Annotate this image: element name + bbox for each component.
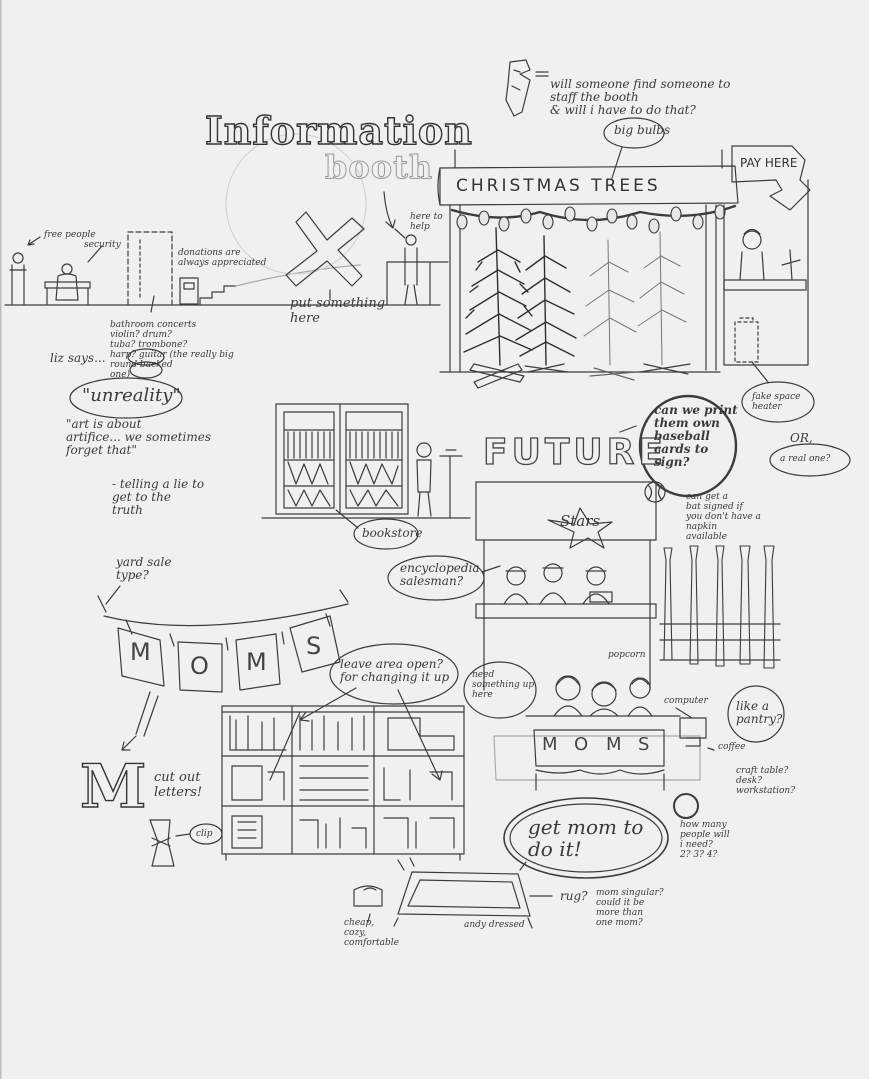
banner-letter-m2: M	[246, 648, 267, 676]
note-cut-out: cut out letters!	[154, 770, 203, 800]
note-bookstore: bookstore	[362, 526, 423, 540]
x-placeholder	[285, 211, 365, 301]
note-cheap: cheap, cozy, comfortable	[344, 918, 399, 948]
note-put-something: put something here	[290, 296, 386, 326]
moms-table	[493, 675, 785, 879]
note-coffee: coffee	[718, 742, 746, 752]
note-how-many: how many people will i need? 2? 3? 4?	[680, 820, 730, 860]
bookstore-sketch	[261, 403, 471, 550]
info-booth-strip	[4, 191, 449, 313]
note-fake-heater: fake space heater	[752, 392, 801, 412]
table-letter-s: S	[638, 734, 650, 755]
note-computer: computer	[664, 696, 708, 706]
note-clip: clip	[196, 829, 213, 839]
note-popcorn: popcorn	[608, 650, 646, 660]
note-yard-sale: yard sale type?	[116, 555, 172, 582]
note-pantry: like a pantry?	[736, 699, 783, 726]
note-telling-lie: - telling a lie to get to the truth	[112, 477, 205, 517]
pantry-shelf	[221, 643, 537, 861]
moms-banner	[97, 589, 349, 751]
note-need-something: need something up here	[472, 670, 535, 700]
note-mom-singular: mom singular? could it be more than one …	[596, 888, 664, 928]
note-rug: rug?	[560, 889, 588, 903]
table-letter-o: O	[574, 734, 589, 755]
note-big-bulbs: big bulbs	[614, 123, 671, 137]
banner-letter-o: O	[190, 652, 209, 680]
future-sign: FUTURE	[482, 431, 667, 473]
information-title: Information	[204, 107, 473, 153]
banner-letter-m1: M	[130, 638, 151, 666]
note-get-mom: get mom to do it!	[528, 815, 644, 861]
note-real-one: a real one?	[780, 454, 831, 464]
note-andy: andy dressed	[464, 920, 525, 930]
note-here-to-help: here to help	[410, 212, 443, 232]
note-staff-booth: will someone find someone to staff the b…	[550, 77, 731, 117]
christmas-trees-sign: CHRISTMAS TREES	[456, 176, 661, 196]
christmas-tree-stand	[437, 145, 851, 477]
note-artifice: "art is about artifice... we sometimes f…	[66, 417, 211, 457]
note-or: OR,	[790, 431, 813, 445]
note-liz-says: liz says...	[50, 351, 106, 365]
note-signed-napkin: can get a bat signed if you don't have a…	[686, 492, 761, 542]
pay-here-sign: PAY HERE	[740, 156, 798, 170]
note-craft-table: craft table? desk? workstation?	[736, 766, 796, 796]
note-encyclopedia: encyclopedia salesman?	[400, 561, 480, 588]
table-letter-m2: M	[606, 734, 622, 755]
rug-sketch	[353, 857, 553, 929]
booth-title: booth	[324, 148, 434, 187]
cutout-letter-m: M	[79, 751, 147, 822]
stars-label: Stars	[560, 512, 601, 530]
banner-letter-s: S	[306, 632, 322, 660]
future-stars-booth	[387, 394, 781, 691]
note-leave-area: leave area open? for changing it up	[340, 657, 450, 684]
note-unreality: "unreality"	[82, 385, 181, 406]
note-bathroom: bathroom concerts violin? drum? tuba? tr…	[110, 320, 234, 380]
note-security: security	[84, 240, 121, 250]
table-letter-m1: M	[542, 734, 558, 755]
note-print-cards: can we print them own baseball cards to …	[654, 403, 738, 469]
note-donations: donations are always appreciated	[178, 248, 267, 268]
note-free-people: free people	[44, 230, 96, 240]
